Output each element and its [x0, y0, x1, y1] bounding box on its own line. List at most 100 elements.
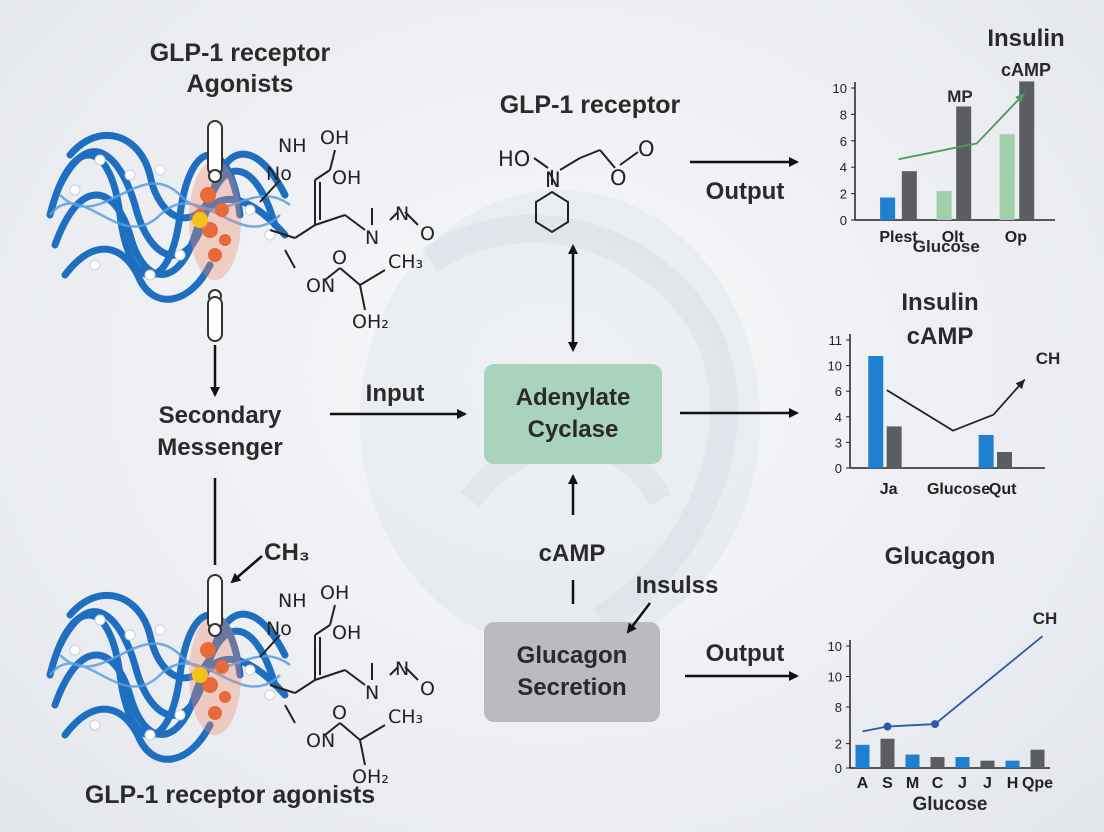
chem-n: N [365, 227, 379, 249]
y-tick-label: 2 [835, 737, 842, 752]
category-label: A [857, 775, 869, 792]
y-tick-label: 0 [835, 761, 842, 776]
category-label: Qut [989, 481, 1017, 498]
y-tick-label: 8 [835, 700, 842, 715]
bar [1019, 81, 1035, 221]
y-tick-label: 10 [828, 639, 842, 654]
output-label-bottom: Output [705, 640, 785, 667]
bar [901, 171, 917, 220]
category-label: H [1007, 775, 1019, 792]
bar [1005, 760, 1020, 768]
chart-title: Insulin [901, 289, 978, 316]
x-group-label: Glucose [913, 794, 988, 815]
output-label-top: Output [705, 178, 785, 205]
bar [868, 356, 884, 468]
y-tick-label: 3 [835, 435, 842, 450]
y-tick-label: 4 [840, 160, 847, 175]
y-tick-label: 11 [829, 333, 843, 348]
trend-line [862, 635, 1044, 733]
trend-line [898, 92, 1026, 161]
bar [956, 106, 972, 220]
chem-oh-sub: OH₂ [352, 311, 389, 333]
chem-ho: HO [498, 147, 530, 171]
y-tick-label: 8 [840, 107, 847, 122]
protein-top-icon [46, 131, 291, 303]
arrow-ch3 [230, 555, 263, 584]
trend-marker [883, 722, 892, 731]
bar [980, 760, 995, 768]
chem-oh2: OH [332, 167, 361, 189]
chem-ch3-b: CH₃ [388, 706, 423, 728]
bar [978, 434, 994, 468]
trend-arrowhead [1015, 93, 1025, 103]
chart-title: Insulin [987, 25, 1064, 52]
input-label: Input [365, 380, 425, 407]
trend-arrowhead [1015, 379, 1025, 390]
bar [905, 754, 920, 768]
y-tick-label: 0 [835, 461, 842, 476]
top-left-title: GLP-1 receptor Agonists [149, 39, 331, 98]
chem-n2-b: N [395, 658, 409, 680]
category-label: Plest [879, 229, 918, 246]
category-label: Glucose [927, 481, 990, 498]
bar [955, 757, 970, 768]
chem-ro2: O [638, 137, 655, 161]
category-label: Qpe [1022, 775, 1053, 792]
chem-nh-b: NH [278, 590, 307, 612]
y-tick-label: 6 [835, 384, 842, 399]
chem-oh-sub-b: OH₂ [352, 766, 389, 788]
y-tick-label: 10 [833, 81, 847, 96]
chart-subtitle: cAMP [907, 323, 974, 350]
category-label: J [958, 775, 967, 792]
bar [855, 744, 870, 768]
category-label: S [882, 775, 893, 792]
molecule-top: NH No OH OH N N O ON O CH₃ OH₂ [259, 127, 435, 333]
category-label: Olt [942, 229, 965, 246]
y-tick-label: 10 [828, 670, 842, 685]
chem-oh2-b: OH [332, 622, 361, 644]
y-tick-label: 2 [840, 187, 847, 202]
category-label: C [932, 775, 944, 792]
chem-oh-b: OH [320, 582, 349, 604]
category-label: Ja [880, 481, 898, 498]
arrow-insulss [626, 602, 651, 634]
chem-no-b: No [266, 618, 292, 640]
category-label: J [983, 775, 992, 792]
y-tick-label: 4 [835, 410, 842, 425]
secondary-messenger-label: Secondary Messenger [157, 402, 283, 461]
chem-o-b: O [420, 678, 435, 700]
ch3-arrow-label: CH₃ [264, 539, 310, 566]
chem-ro1: O [610, 166, 627, 190]
y-tick-label: 0 [840, 213, 847, 228]
chart-title: Glucagon [885, 543, 996, 570]
chem-on-b: ON [306, 730, 335, 752]
receptor-title: GLP-1 receptor [499, 91, 681, 119]
chart-annotation: MP [947, 87, 973, 106]
chem-o: O [420, 223, 435, 245]
molecule-bottom: NH No OH OH N N O ON O CH₃ OH₂ [259, 582, 435, 788]
trend-line [886, 378, 1026, 432]
protein-bottom-icon [46, 591, 291, 763]
bar [930, 757, 945, 768]
bar [880, 738, 895, 768]
chart-annotation: CH [1033, 609, 1058, 628]
receptor-molecule: HO N O O [498, 137, 655, 234]
chem-n-b: N [365, 682, 379, 704]
trend-marker [931, 720, 939, 729]
bar [999, 134, 1015, 220]
chem-o2-b: O [332, 702, 347, 724]
bar [997, 452, 1013, 468]
chem-rn: N [545, 168, 561, 192]
chart-annotation: CH [1036, 349, 1061, 368]
chem-on: ON [306, 275, 335, 297]
bar [1030, 749, 1045, 768]
chem-nh: NH [278, 135, 307, 157]
chart-subtitle: cAMP [1001, 60, 1051, 80]
insulss-label: Insulss [635, 572, 719, 599]
